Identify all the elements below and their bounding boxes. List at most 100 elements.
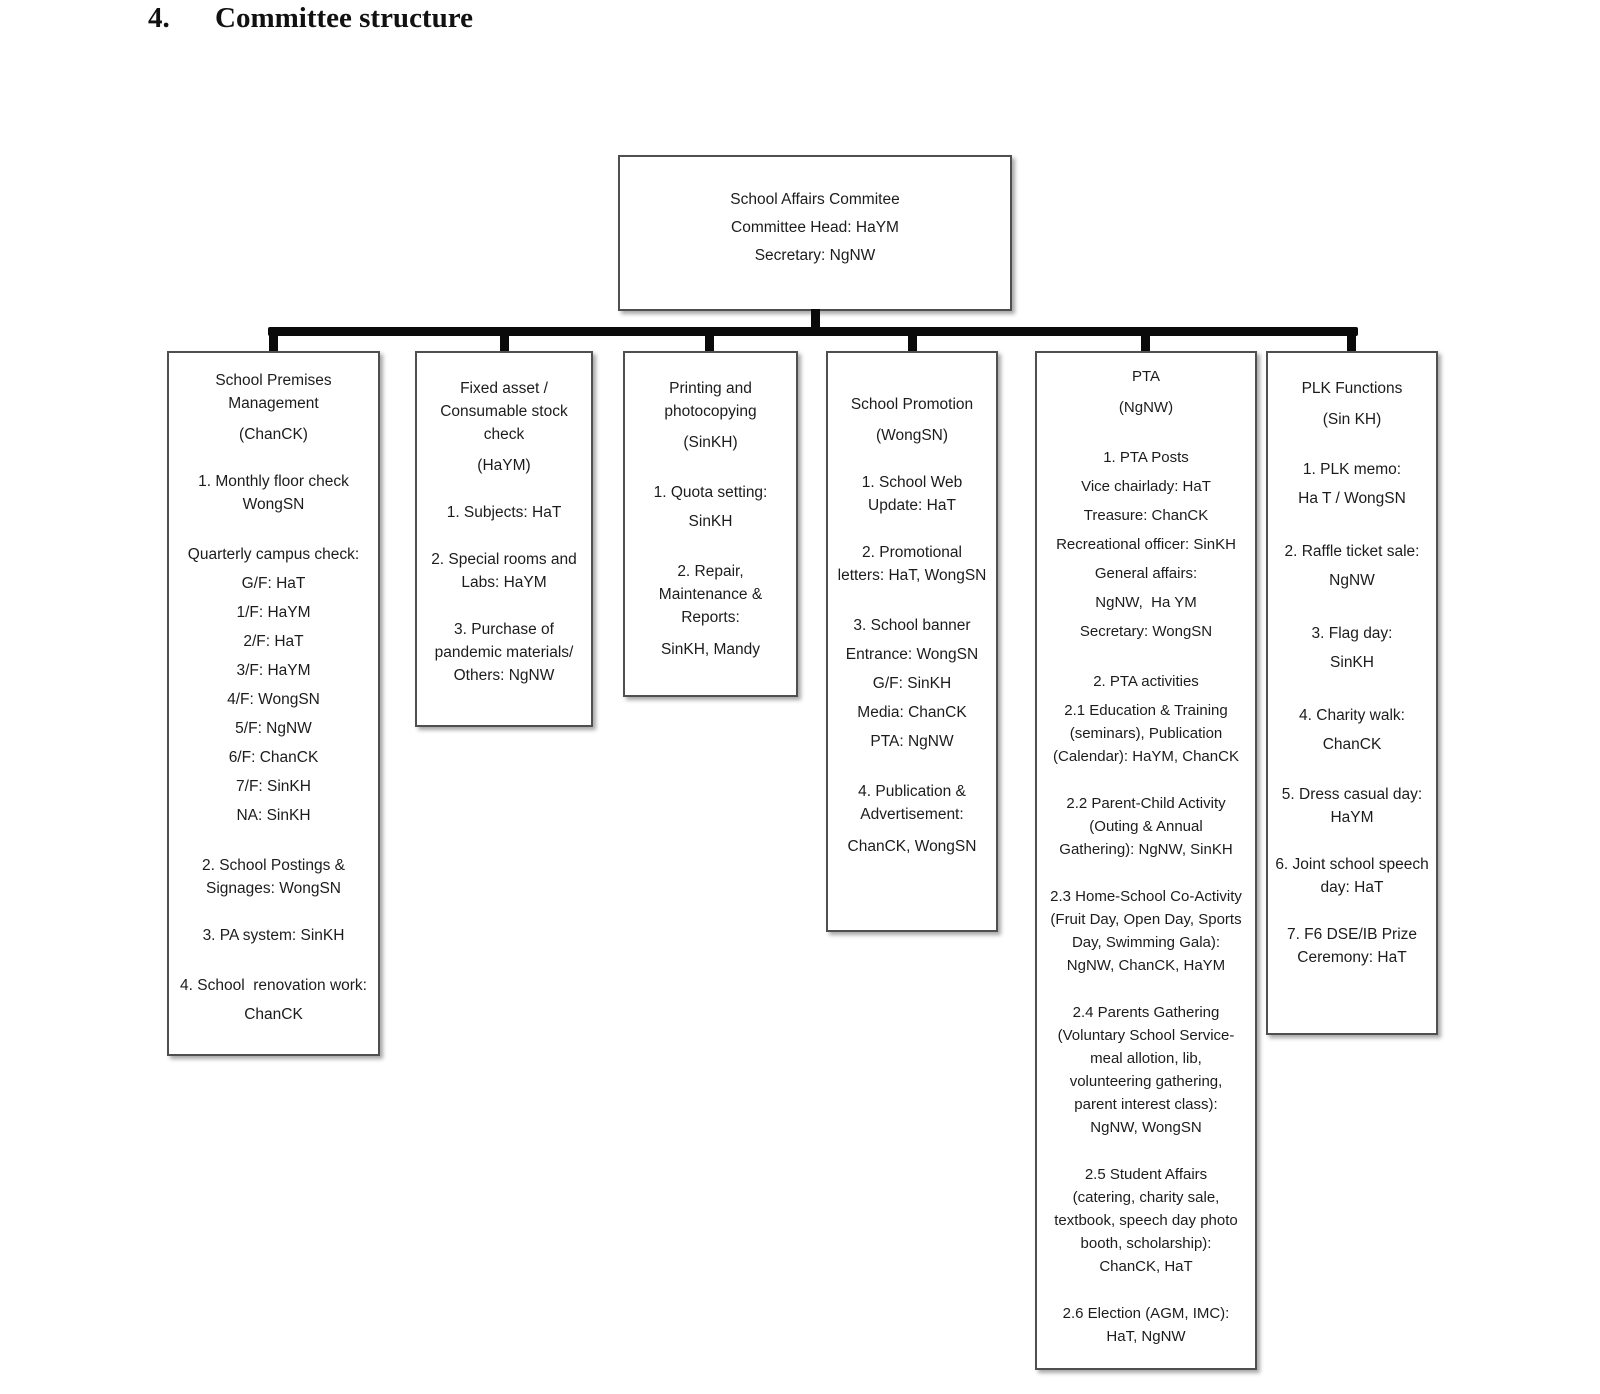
root-line-committee-head: Committee Head: HaYM xyxy=(731,219,899,236)
text-line: NA: SinKH xyxy=(236,807,311,824)
text-line: Ha T / WongSN xyxy=(1298,490,1406,507)
text-line: 3. Purchase of xyxy=(454,621,554,638)
text-line: 3. School banner xyxy=(853,617,971,634)
box-item: (HaYM) xyxy=(418,454,590,477)
text-line: 2.6 Election (AGM, IMC): xyxy=(1062,1305,1230,1322)
text-line: SinKH xyxy=(1330,654,1374,671)
root-line-committee-name: School Affairs Commitee xyxy=(730,191,900,208)
text-line: volunteering gathering, xyxy=(1069,1073,1223,1090)
text-line: 4/F: WongSN xyxy=(227,691,320,708)
text-line: (ChanCK) xyxy=(239,426,308,443)
box-title: PLK Functions xyxy=(1269,377,1435,400)
text-line: check xyxy=(483,426,525,443)
text-line: meal allotion, lib, xyxy=(1090,1050,1202,1067)
box-item: 3. Purchase of pandemic materials/Others:… xyxy=(418,618,590,687)
text-line: 3. Flag day: xyxy=(1311,625,1393,642)
box-item: 2. Raffle ticket sale:NgNW xyxy=(1269,537,1435,595)
connector-drop-promotion xyxy=(908,331,917,352)
text-line: 2. Promotional xyxy=(862,544,962,561)
text-line: 7. F6 DSE/IB Prize xyxy=(1286,926,1418,943)
text-line: Maintenance & xyxy=(658,586,763,603)
text-line: pandemic materials/ xyxy=(434,644,574,661)
text-line: letters: HaT, WongSN xyxy=(837,567,987,584)
text-line: SinKH, Mandy xyxy=(660,641,761,658)
box-item: 3. PA system: SinKH xyxy=(170,924,377,947)
box-item: (NgNW) xyxy=(1038,396,1254,419)
text-line: (Calendar): HaYM, ChanCK xyxy=(1053,748,1239,765)
text-line: 7/F: SinKH xyxy=(236,778,311,795)
root-line-secretary: Secretary: NgNW xyxy=(754,247,876,264)
text-line: WongSN xyxy=(242,496,305,513)
text-line: Printing and xyxy=(669,380,752,397)
box-item: (WongSN) xyxy=(829,424,995,447)
text-line: Others: NgNW xyxy=(453,667,555,684)
text-line: 4. Charity walk: xyxy=(1299,707,1405,724)
box-item: 2. PTA activities xyxy=(1038,670,1254,693)
text-line: 1. Quota setting: xyxy=(653,484,768,501)
org-box-plk-functions: PLK Functions(Sin KH)1. PLK memo:Ha T / … xyxy=(1266,351,1438,1035)
text-line: (Fruit Day, Open Day, Sports xyxy=(1050,911,1242,928)
box-item: 3. Flag day: SinKH xyxy=(1269,619,1435,677)
text-line: 2/F: HaT xyxy=(243,633,304,650)
connector-drop-fixed-asset xyxy=(500,331,509,352)
text-line: ChanCK, HaT xyxy=(1099,1258,1193,1275)
box-item: 2.5 Student Affairs(catering, charity sa… xyxy=(1038,1163,1254,1278)
box-item: ChanCK, WongSN xyxy=(829,835,995,858)
text-line: 2.5 Student Affairs xyxy=(1084,1166,1208,1183)
text-line: 6. Joint school speech xyxy=(1275,856,1429,873)
text-line: 1. Subjects: HaT xyxy=(446,504,562,521)
text-line: Ceremony: HaT xyxy=(1297,949,1407,966)
box-item: 2.1 Education & Training(seminars), Publ… xyxy=(1038,699,1254,768)
box-item: 1. Subjects: HaT xyxy=(418,501,590,524)
text-line: 2.2 Parent-Child Activity xyxy=(1066,795,1226,812)
box-item: (ChanCK) xyxy=(170,423,377,446)
box-item: 1. Quota setting: SinKH xyxy=(626,478,795,536)
box-item: 2. Promotional letters: HaT, WongSN xyxy=(829,541,995,587)
connector-root-stub xyxy=(811,309,820,331)
text-line: (NgNW) xyxy=(1118,399,1174,416)
box-item: 1. PLK memo:Ha T / WongSN xyxy=(1269,455,1435,513)
text-line: PTA: NgNW xyxy=(870,733,954,750)
box-item: 2.6 Election (AGM, IMC): HaT, NgNW xyxy=(1038,1302,1254,1348)
text-line: Gathering): NgNW, SinKH xyxy=(1059,841,1233,858)
box-item: 4. Publication &Advertisement: xyxy=(829,780,995,826)
text-line: 3/F: HaYM xyxy=(236,662,311,679)
text-line: G/F: HaT xyxy=(241,575,306,592)
text-line: textbook, speech day photo xyxy=(1054,1212,1238,1229)
box-title: PTA xyxy=(1038,365,1254,388)
text-line: NgNW xyxy=(1329,572,1375,589)
text-line: (Voluntary School Service- xyxy=(1057,1027,1235,1044)
text-line: 2.4 Parents Gathering xyxy=(1072,1004,1220,1021)
box-item: 2.3 Home-School Co-Activity (Fruit Day, O… xyxy=(1038,885,1254,977)
text-line: 2. PTA activities xyxy=(1093,673,1199,690)
section-title: Committee structure xyxy=(215,2,473,34)
box-item: SinKH, Mandy xyxy=(626,638,795,661)
text-line: 2. Repair, xyxy=(677,563,744,580)
text-line: Fixed asset / xyxy=(460,380,548,397)
text-line: Update: HaT xyxy=(868,497,956,514)
connector-horizontal-rail xyxy=(268,327,1358,336)
text-line: 5. Dress casual day: xyxy=(1281,786,1423,803)
text-line: ChanCK, WongSN xyxy=(847,838,977,855)
text-line: HaT, NgNW xyxy=(1106,1328,1186,1345)
text-line: ChanCK xyxy=(244,1006,303,1023)
text-line: SinKH xyxy=(688,513,733,530)
text-line: PTA xyxy=(1131,368,1161,385)
section-number: 4. xyxy=(148,2,170,34)
text-line: Management xyxy=(228,395,319,412)
text-line: 2.3 Home-School Co-Activity xyxy=(1050,888,1242,905)
text-line: (seminars), Publication xyxy=(1069,725,1223,742)
box-item: 2. School Postings &Signages: WongSN xyxy=(170,854,377,900)
